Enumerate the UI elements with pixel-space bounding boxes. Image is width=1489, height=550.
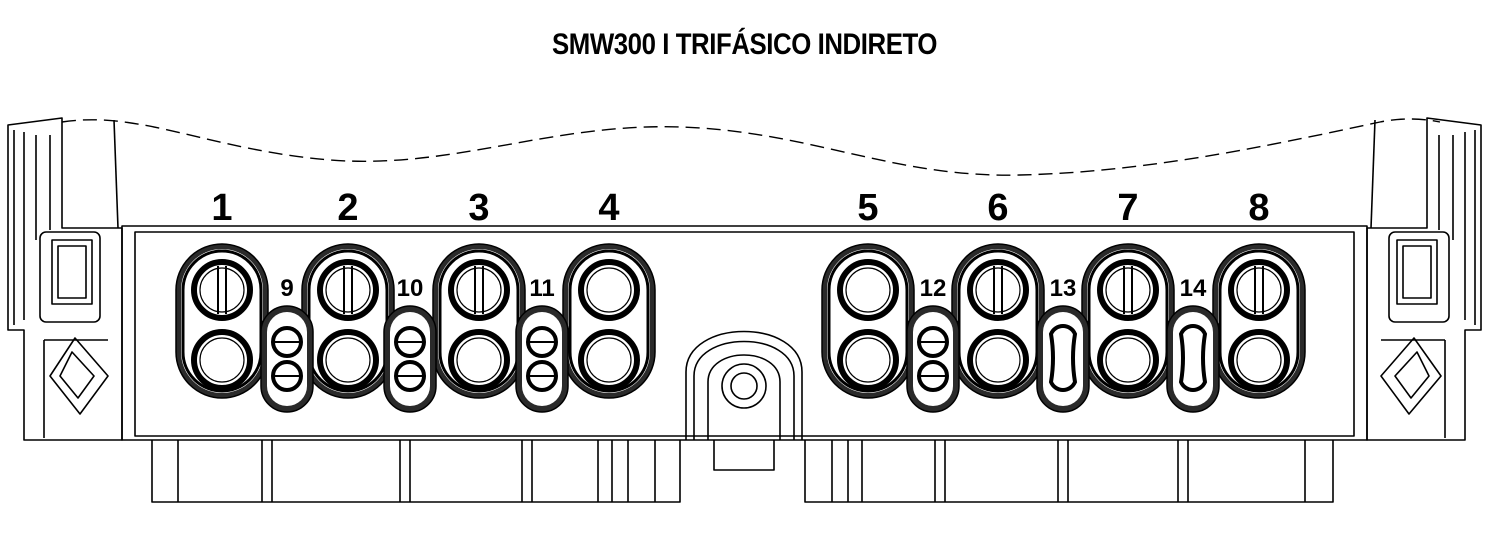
terminal-label-12: 12 — [920, 275, 947, 302]
small-terminal-13: 13 — [1036, 275, 1090, 413]
seal-screw — [721, 363, 767, 409]
terminal-label-6: 6 — [987, 187, 1008, 229]
terminal-label-3: 3 — [468, 187, 489, 229]
terminal-label-9: 9 — [280, 275, 293, 302]
large-terminal-6: 6 — [951, 187, 1045, 399]
lower-skirt-left — [151, 440, 681, 503]
terminal-label-2: 2 — [337, 187, 358, 229]
left-diamond — [49, 337, 109, 415]
terminal-label-1: 1 — [211, 187, 232, 229]
large-terminal-3: 3 — [432, 187, 526, 399]
terminal-label-8: 8 — [1248, 187, 1269, 229]
small-terminals: 9 10 11 12 13 14 — [260, 275, 1220, 413]
large-terminal-7: 7 — [1081, 187, 1175, 399]
terminal-block-body — [121, 225, 1368, 441]
large-terminal-1: 1 — [175, 187, 269, 399]
terminal-label-7: 7 — [1117, 187, 1138, 229]
left-latch — [7, 117, 123, 441]
terminal-label-11: 11 — [529, 275, 554, 302]
terminal-label-14: 14 — [1180, 275, 1207, 302]
terminal-label-4: 4 — [598, 187, 619, 229]
small-terminal-14: 14 — [1166, 275, 1220, 413]
terminal-label-5: 5 — [857, 187, 878, 229]
small-terminal-12: 12 — [906, 275, 960, 413]
small-terminal-11: 11 — [515, 275, 569, 413]
break-line — [61, 118, 1441, 176]
right-latch — [1366, 117, 1482, 441]
small-terminal-10: 10 — [383, 275, 437, 413]
terminal-label-10: 10 — [397, 275, 424, 302]
diagram-title: SMW300 I TRIFÁSICO INDIRETO — [551, 28, 937, 61]
meter-housing — [7, 117, 1482, 503]
lower-skirt-right — [804, 440, 1334, 503]
large-terminal-4: 4 — [562, 187, 656, 399]
small-terminal-9: 9 — [260, 275, 314, 413]
seal-screw-housing — [685, 330, 803, 440]
large-terminal-5: 5 — [821, 187, 915, 399]
large-terminal-8: 8 — [1212, 187, 1306, 399]
right-diamond — [1380, 337, 1442, 415]
large-terminal-2: 2 — [301, 187, 395, 399]
terminal-label-13: 13 — [1050, 275, 1077, 302]
